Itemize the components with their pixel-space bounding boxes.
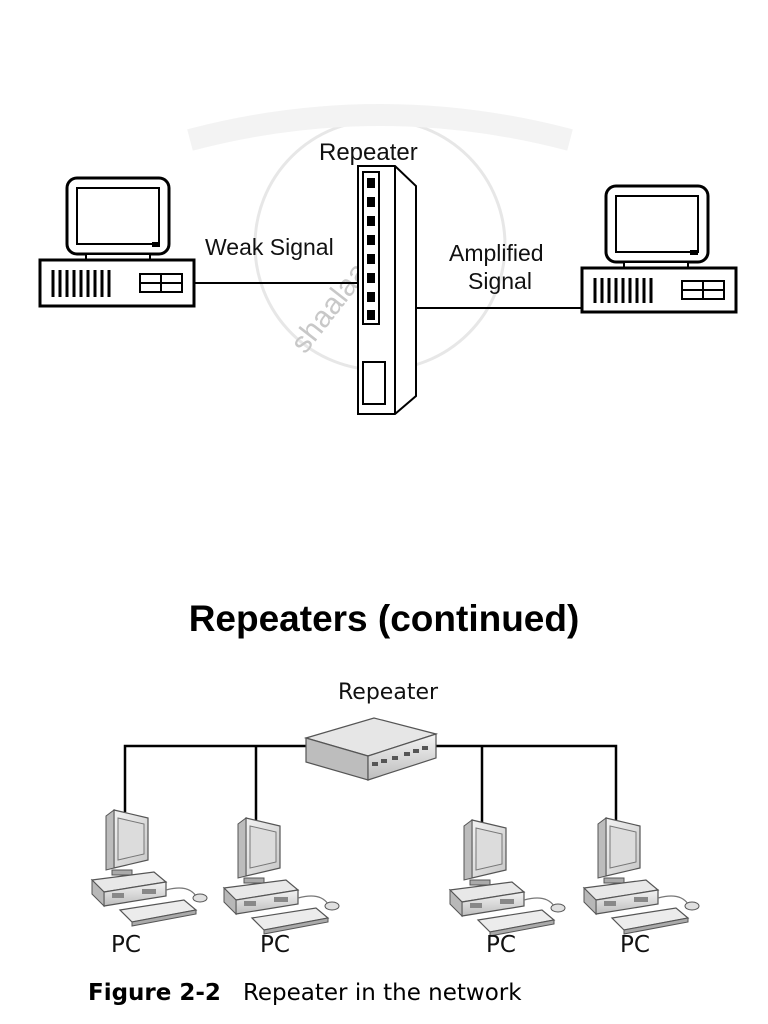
pc-3-label: PC [486, 932, 516, 958]
pc-4 [583, 817, 700, 935]
slide-title: Repeaters (continued) [188, 598, 580, 639]
figure-caption: Figure 2-2 Repeater in the network [88, 980, 522, 1006]
repeater-box-label: Repeater [338, 680, 439, 705]
repeater-box [303, 717, 439, 781]
left-computer [38, 176, 196, 308]
repeater-label: Repeater [319, 139, 418, 166]
pc-3 [449, 819, 566, 937]
right-computer [580, 184, 738, 314]
network-bus [123, 744, 618, 822]
pc-2-label: PC [260, 932, 290, 958]
pc-4-label: PC [620, 932, 650, 958]
pc-1-label: PC [111, 932, 141, 958]
amplified-label-line2: Signal [468, 268, 532, 294]
weak-signal-label: Weak Signal [205, 234, 334, 260]
amplified-label-line1: Amplified [449, 240, 544, 266]
figure-caption-text: Repeater in the network [242, 980, 522, 1006]
repeater-signal-diagram: shaalaa.com [38, 104, 738, 415]
pc-2 [223, 817, 340, 935]
pc-1 [91, 809, 208, 927]
figure-number: Figure 2-2 [88, 980, 221, 1006]
repeater-device [357, 165, 417, 415]
